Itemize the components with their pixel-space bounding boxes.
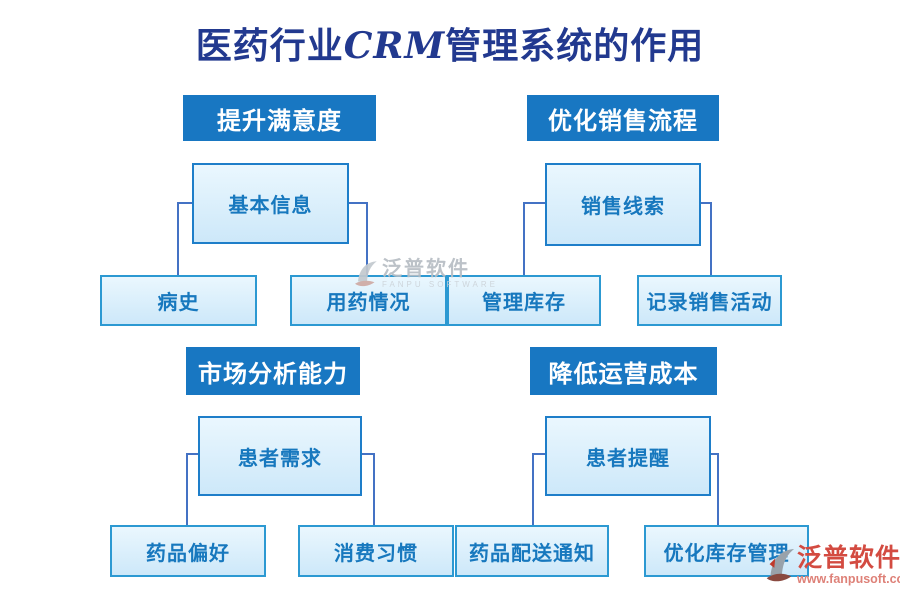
node-medication-status: 用药情况 — [290, 275, 447, 326]
node-sales-leads: 销售线索 — [545, 163, 701, 246]
node-consumption-habits: 消费习惯 — [298, 525, 454, 577]
logo-url: www.fanpusoft.com — [797, 572, 900, 586]
connector-sales-left — [523, 202, 547, 277]
section-header-market-analysis: 市场分析能力 — [186, 347, 360, 395]
node-medical-history: 病史 — [100, 275, 257, 326]
title-prefix: 医药行业 — [195, 26, 344, 66]
title-acronym: CRM — [343, 25, 446, 67]
node-drug-preference: 药品偏好 — [110, 525, 266, 577]
node-patient-reminder: 患者提醒 — [545, 416, 711, 496]
connector-market-right — [358, 453, 375, 527]
node-inventory-management: 管理库存 — [447, 275, 601, 326]
logo-brand: 泛普软件 — [797, 545, 900, 572]
fanpu-logo: 泛普软件 www.fanpusoft.com — [762, 545, 900, 592]
node-patient-needs: 患者需求 — [198, 416, 362, 496]
node-delivery-notification: 药品配送通知 — [455, 525, 609, 577]
connector-sales-right — [697, 202, 712, 277]
page-title: 医药行业CRM管理系统的作用 — [0, 17, 900, 69]
connector-market-left — [186, 453, 200, 527]
connector-satisfaction-left — [177, 202, 194, 277]
node-basic-info: 基本信息 — [192, 163, 349, 244]
section-header-satisfaction: 提升满意度 — [183, 95, 376, 141]
section-header-sales-process: 优化销售流程 — [527, 95, 719, 141]
fanpu-sail-icon — [762, 545, 796, 592]
connector-cost-left — [532, 453, 547, 527]
connector-cost-right — [707, 453, 719, 527]
node-inventory-optimization: 优化库存管理 — [644, 525, 809, 577]
section-header-cost-reduction: 降低运营成本 — [530, 347, 717, 395]
node-sales-activity-log: 记录销售活动 — [637, 275, 782, 326]
title-suffix: 管理系统的作用 — [445, 26, 705, 66]
connector-satisfaction-right — [345, 202, 368, 277]
